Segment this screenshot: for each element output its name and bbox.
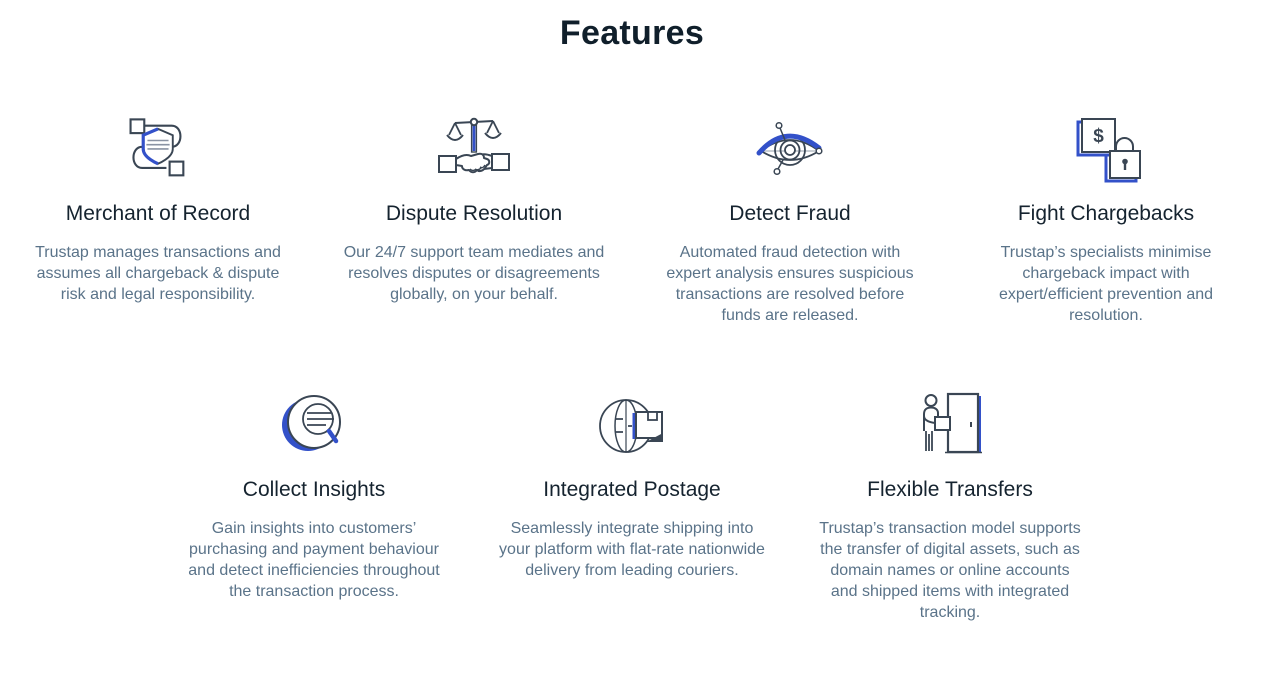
features-row-1: Merchant of Record Trustap manages trans… (0, 110, 1264, 326)
feature-title: Flexible Transfers (867, 478, 1033, 501)
feature-card-fight-chargebacks: $ Fight Chargebacks Trustap’s specialist… (948, 110, 1264, 326)
feature-title: Dispute Resolution (385, 202, 563, 225)
collect-insights-icon (155, 386, 473, 466)
feature-description: Automated fraud detection with expert an… (666, 244, 914, 324)
feature-card-flexible-transfers: Flexible Transfers Trustap’s transaction… (791, 386, 1109, 623)
feature-card-detect-fraud: Detect Fraud Automated fraud detection w… (632, 110, 948, 326)
feature-title: Collect Insights (242, 478, 386, 501)
feature-description: Trustap’s specialists minimise chargebac… (998, 244, 1214, 324)
dispute-resolution-icon (316, 110, 632, 190)
feature-card-dispute-resolution: Dispute Resolution Our 24/7 support team… (316, 110, 632, 326)
feature-title: Integrated Postage (543, 478, 721, 501)
detect-fraud-icon (632, 110, 948, 190)
page-title: Features (559, 14, 705, 52)
feature-description: Our 24/7 support team mediates and resol… (343, 244, 605, 303)
feature-description: Trustap manages transactions and assumes… (35, 244, 281, 303)
feature-title: Detect Fraud (729, 202, 851, 225)
feature-card-merchant-of-record: Merchant of Record Trustap manages trans… (0, 110, 316, 326)
svg-text:$: $ (1093, 126, 1104, 147)
features-row-2: Collect Insights Gain insights into cust… (0, 386, 1264, 623)
feature-card-integrated-postage: Integrated Postage Seamlessly integrate … (473, 386, 791, 623)
flexible-transfers-icon (791, 386, 1109, 466)
feature-description: Seamlessly integrate shipping into your … (499, 520, 765, 579)
merchant-of-record-icon (0, 110, 316, 190)
feature-description: Gain insights into customers’ purchasing… (188, 520, 440, 600)
feature-title: Merchant of Record (65, 202, 251, 225)
fight-chargebacks-icon: $ (948, 110, 1264, 190)
feature-title: Fight Chargebacks (1017, 202, 1195, 225)
feature-card-collect-insights: Collect Insights Gain insights into cust… (155, 386, 473, 623)
feature-description: Trustap’s transaction model supports the… (819, 520, 1081, 621)
integrated-postage-icon (473, 386, 791, 466)
